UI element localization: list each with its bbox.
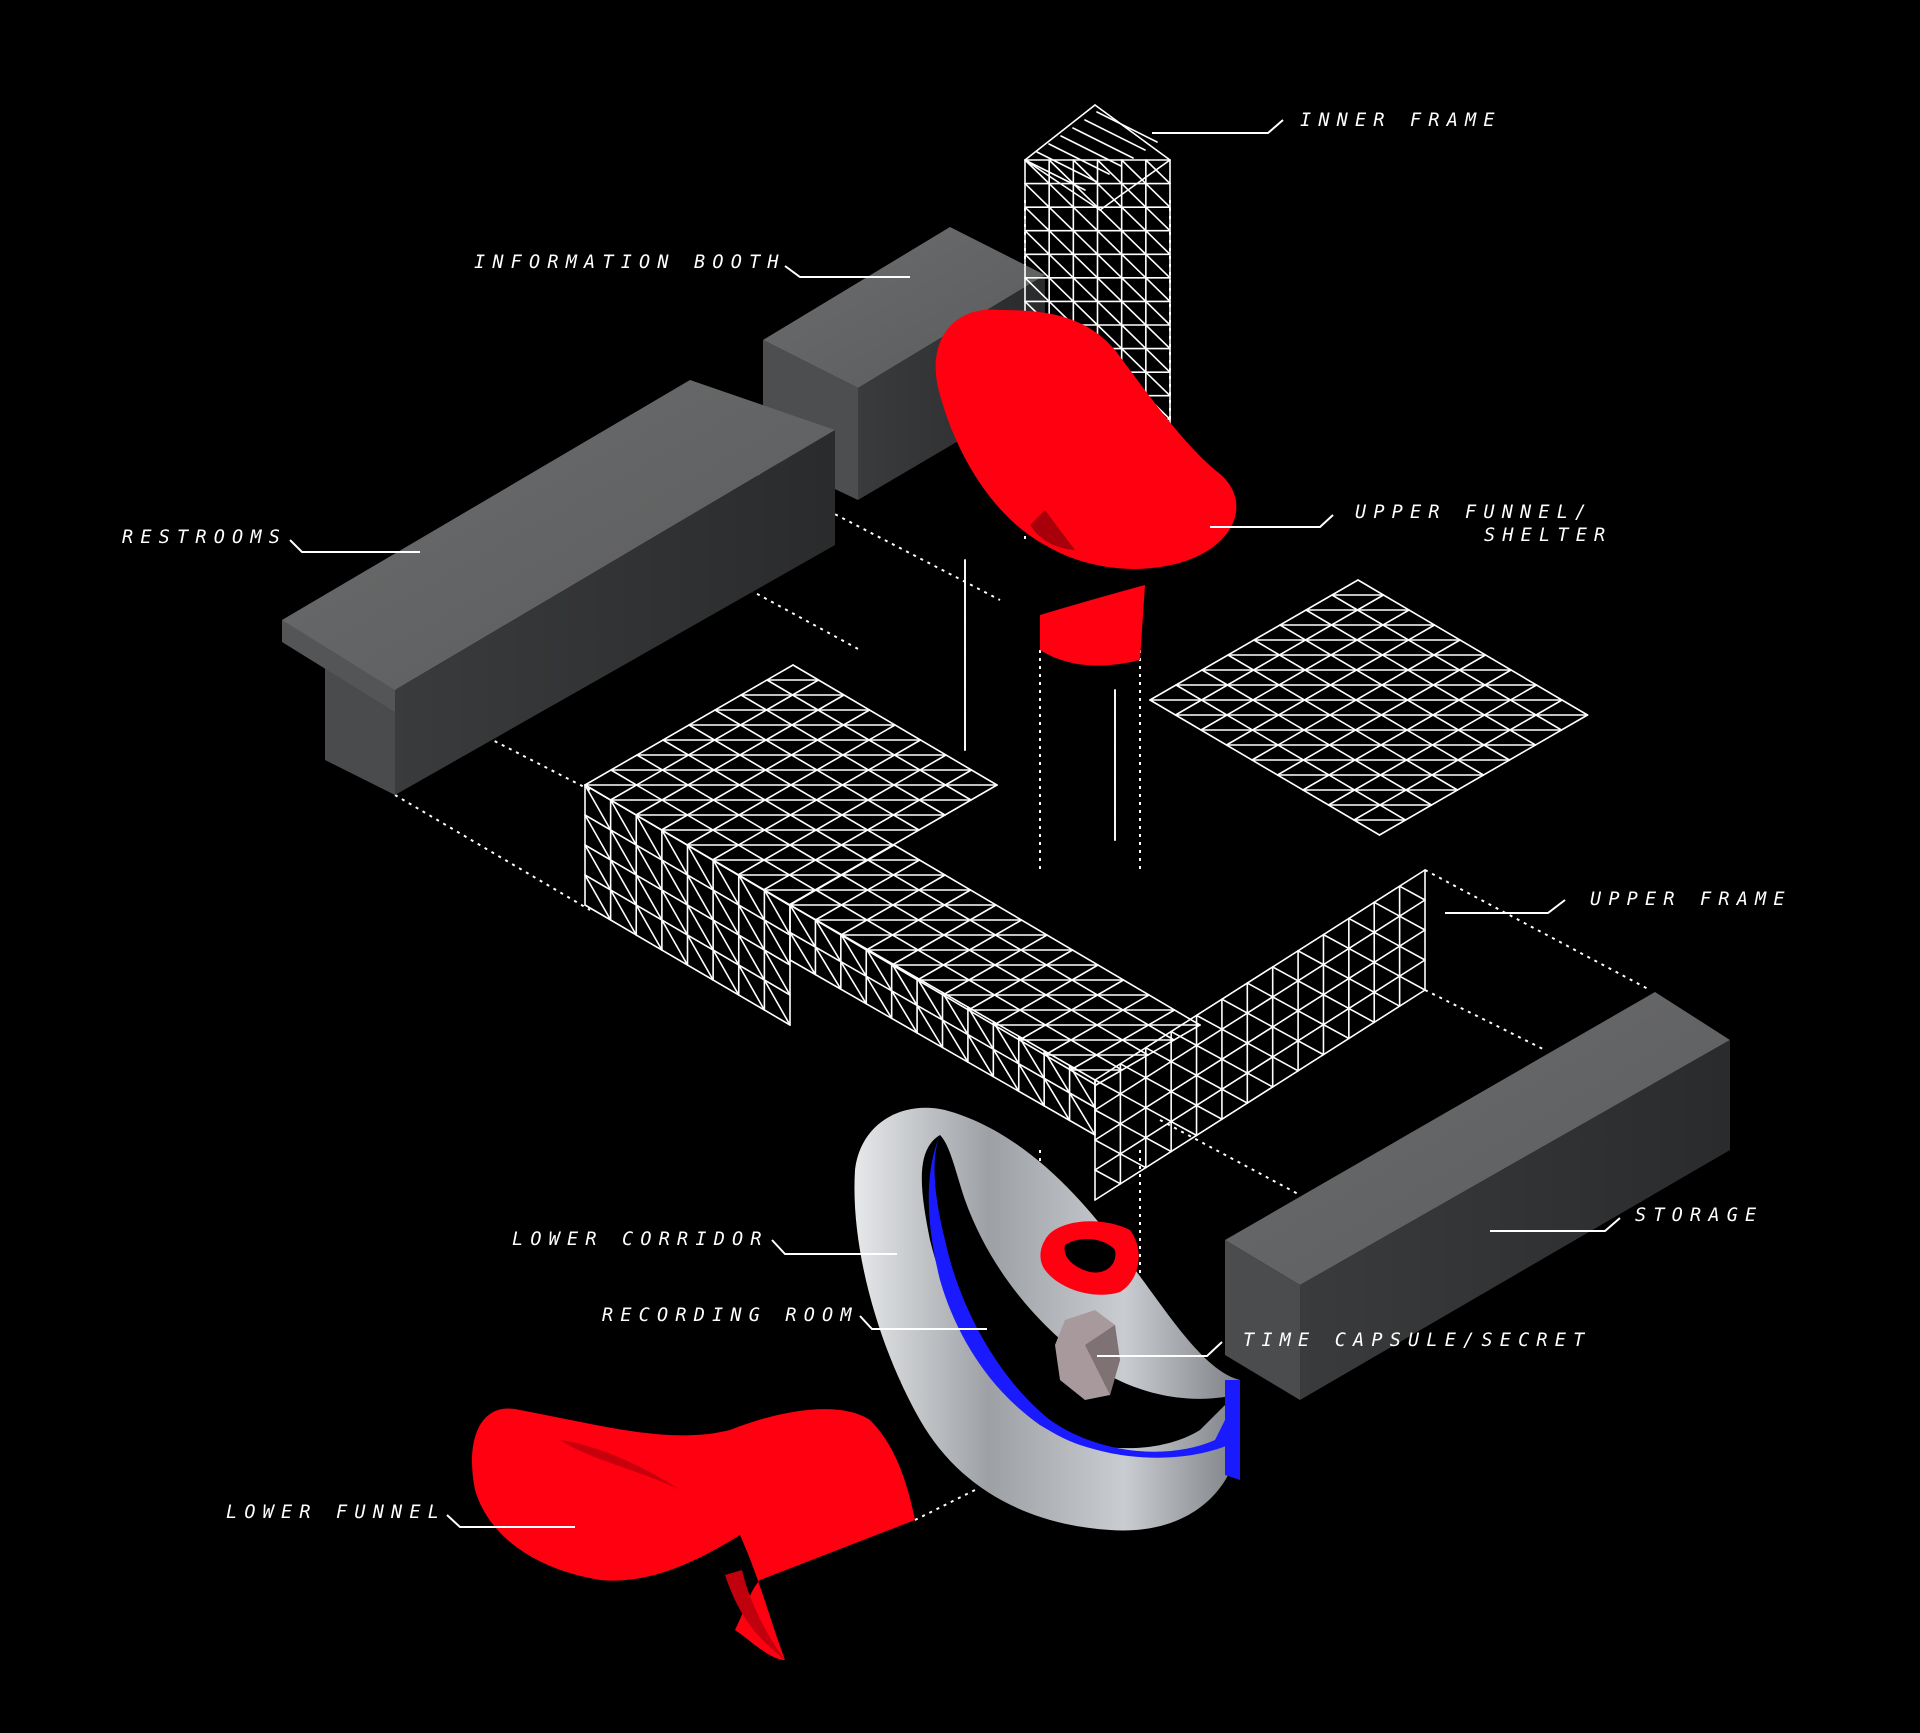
label-upper-funnel-line1: UPPER FUNNEL/	[1355, 502, 1593, 523]
label-lower-funnel: LOWER FUNNEL	[226, 1502, 446, 1523]
label-upper-frame: UPPER FRAME	[1590, 889, 1792, 910]
label-lower-corridor: LOWER CORRIDOR	[512, 1229, 769, 1250]
upper-frame-lattice	[584, 559, 1589, 1201]
lower-funnel	[472, 1408, 915, 1660]
lower-corridor	[854, 1107, 1240, 1531]
storage-block	[1225, 992, 1730, 1400]
labels: INNER FRAME INFORMATION BOOTH RESTROOMS …	[122, 110, 1792, 1523]
restrooms-block	[282, 380, 835, 795]
leader-lines	[289, 119, 1621, 1528]
recording-room-ring	[1040, 1221, 1139, 1295]
label-recording-room: RECORDING ROOM	[602, 1305, 859, 1326]
label-upper-funnel-line2: SHELTER	[1484, 525, 1612, 546]
upper-funnel-shelter	[935, 309, 1237, 666]
label-information-booth: INFORMATION BOOTH	[474, 252, 786, 273]
label-time-capsule: TIME CAPSULE/SECRET	[1243, 1330, 1591, 1351]
time-capsule-stone	[1055, 1310, 1120, 1400]
label-storage: STORAGE	[1635, 1205, 1763, 1226]
label-restrooms: RESTROOMS	[122, 527, 287, 548]
label-inner-frame: INNER FRAME	[1300, 110, 1502, 131]
